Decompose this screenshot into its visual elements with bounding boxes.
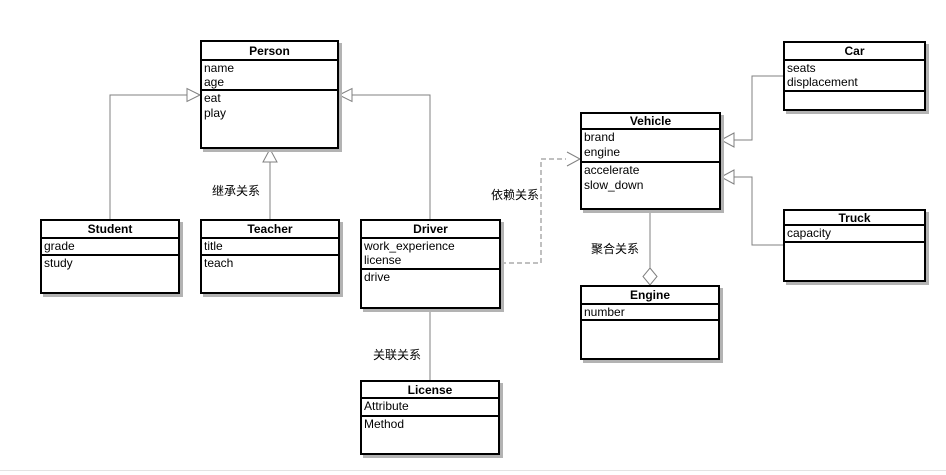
inheritance-arrow-icon [719,169,735,185]
attribute-row: engine [584,145,621,159]
attribute-row: name [204,61,235,75]
inheritance-arrow-icon [186,87,202,103]
methods-section: teach [202,256,338,292]
dependency-arrow-icon [566,151,582,167]
aggregation-diamond-icon [642,267,658,286]
attribute-row: capacity [787,226,832,240]
inheritance-arrow-icon [719,132,735,148]
class-truck: Truck capacity [783,209,926,282]
class-title: Truck [785,211,924,226]
attributes-section: name age [202,61,337,91]
aggregation-relation-label: 聚合关系 [591,242,640,256]
attribute-row: age [204,75,225,89]
attribute-row: grade [44,239,75,253]
class-title: Engine [582,287,718,305]
class-title: License [362,382,498,399]
method-row: drive [364,270,391,284]
attributes-section: number [582,305,718,321]
method-row: study [44,256,73,270]
attribute-row: license [364,253,402,267]
class-driver: Driver work_experience license drive [360,219,501,309]
attribute-row: brand [584,130,615,144]
class-person: Person name age eat play [200,40,339,149]
inheritance-arrow-icon [262,147,278,163]
attribute-row: seats [787,61,816,75]
edge-teacher-person-inheritance [262,147,278,219]
attributes-section: capacity [785,226,924,243]
edge-truck-vehicle-inheritance [719,169,783,246]
attributes-section: seats displacement [785,61,924,92]
attributes-section: work_experience license [362,239,499,270]
class-title: Car [785,43,924,61]
methods-section: study [42,256,178,292]
class-student: Student grade study [40,219,180,294]
edge-driver-person-inheritance [337,87,431,219]
class-vehicle: Vehicle brand engine accelerate slow_dow… [580,112,721,210]
attributes-section: grade [42,239,178,256]
class-title: Teacher [202,221,338,239]
methods-section [785,243,924,280]
class-title: Vehicle [582,114,719,130]
method-row: teach [204,256,234,270]
dependency-relation-label: 依赖关系 [491,188,540,202]
attribute-row: number [584,305,625,319]
class-engine: Engine number [580,285,720,360]
edge-vehicle-engine-aggregation [642,210,658,286]
class-teacher: Teacher title teach [200,219,340,294]
attribute-row: work_experience [364,239,455,253]
method-row: slow_down [584,178,644,192]
class-title: Driver [362,221,499,239]
method-row: eat [204,91,221,105]
method-row: Method [364,417,405,431]
attribute-row: title [204,239,223,253]
canvas-bottom-edge [0,470,946,471]
methods-section: drive [362,270,499,307]
method-row: accelerate [584,163,640,177]
class-title: Person [202,42,337,61]
class-car: Car seats displacement [783,41,926,111]
attributes-section: Attribute [362,399,498,417]
inheritance-arrow-icon [337,87,353,103]
inheritance-relation-label: 继承关系 [212,184,261,198]
methods-section: eat play [202,91,337,147]
attributes-section: title [202,239,338,256]
methods-section: Method [362,417,498,453]
attribute-row: displacement [787,75,858,89]
methods-section: accelerate slow_down [582,163,719,208]
edge-student-person-inheritance [109,87,202,219]
methods-section [785,92,924,109]
methods-section [582,321,718,358]
edge-driver-vehicle-dependency [501,151,582,264]
association-relation-label: 关联关系 [373,348,422,362]
attribute-row: Attribute [364,399,409,413]
class-title: Student [42,221,178,239]
class-license: License Attribute Method [360,380,500,455]
method-row: play [204,106,227,120]
edge-car-vehicle-inheritance [719,75,783,148]
attributes-section: brand engine [582,130,719,163]
